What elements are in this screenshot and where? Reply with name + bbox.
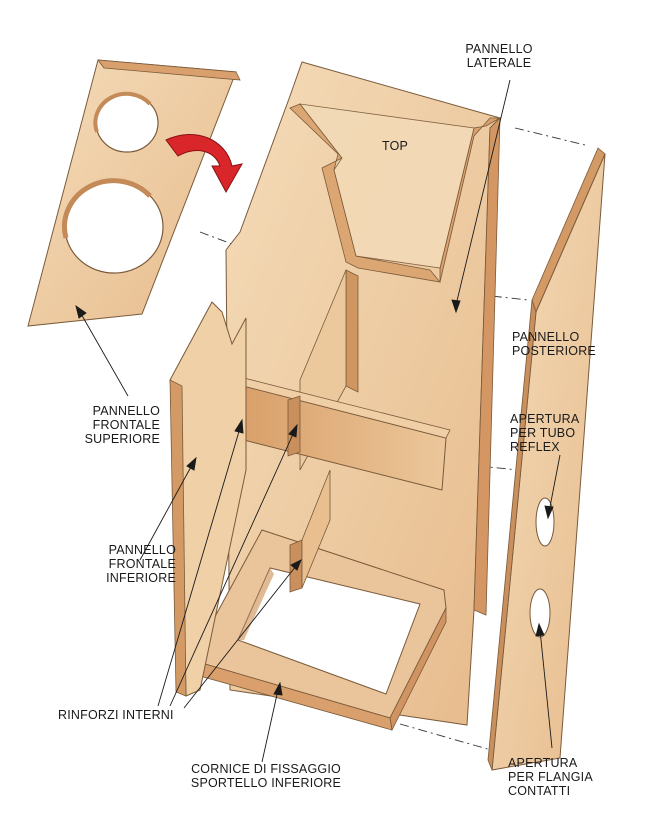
side-panel-edge <box>473 117 501 616</box>
label-back-panel: PANNELLO POSTERIORE <box>512 330 596 358</box>
top-shelf-face <box>299 103 475 269</box>
back-panel <box>487 147 606 771</box>
leader-lines <box>75 79 561 763</box>
label-side-panel: PANNELLO LATERALE <box>465 42 533 70</box>
label-lower-front-panel: PANNELLO FRONTALE INFERIORE <box>106 543 176 585</box>
label-top: TOP <box>382 139 409 153</box>
label-contacts-opening: APERTURA PER FLANGIA CONTATTI <box>508 756 593 798</box>
label-upper-front-panel: PANNELLO FRONTALE SUPERIORE <box>84 404 160 446</box>
label-internal-braces: RINFORZI INTERNI <box>58 708 174 722</box>
upper-front-panel <box>27 59 241 327</box>
lower-front-panel <box>169 301 247 697</box>
assembly-arrow <box>165 134 243 194</box>
contacts-flange-hole <box>529 588 551 638</box>
label-reflex-opening: APERTURA PER TUBO REFLEX <box>510 412 580 454</box>
reflex-tube-hole <box>535 497 555 547</box>
label-lower-door-frame: CORNICE DI FISSAGGIO SPORTELLO INFERIORE <box>190 762 342 790</box>
bottom-tray <box>197 529 447 732</box>
